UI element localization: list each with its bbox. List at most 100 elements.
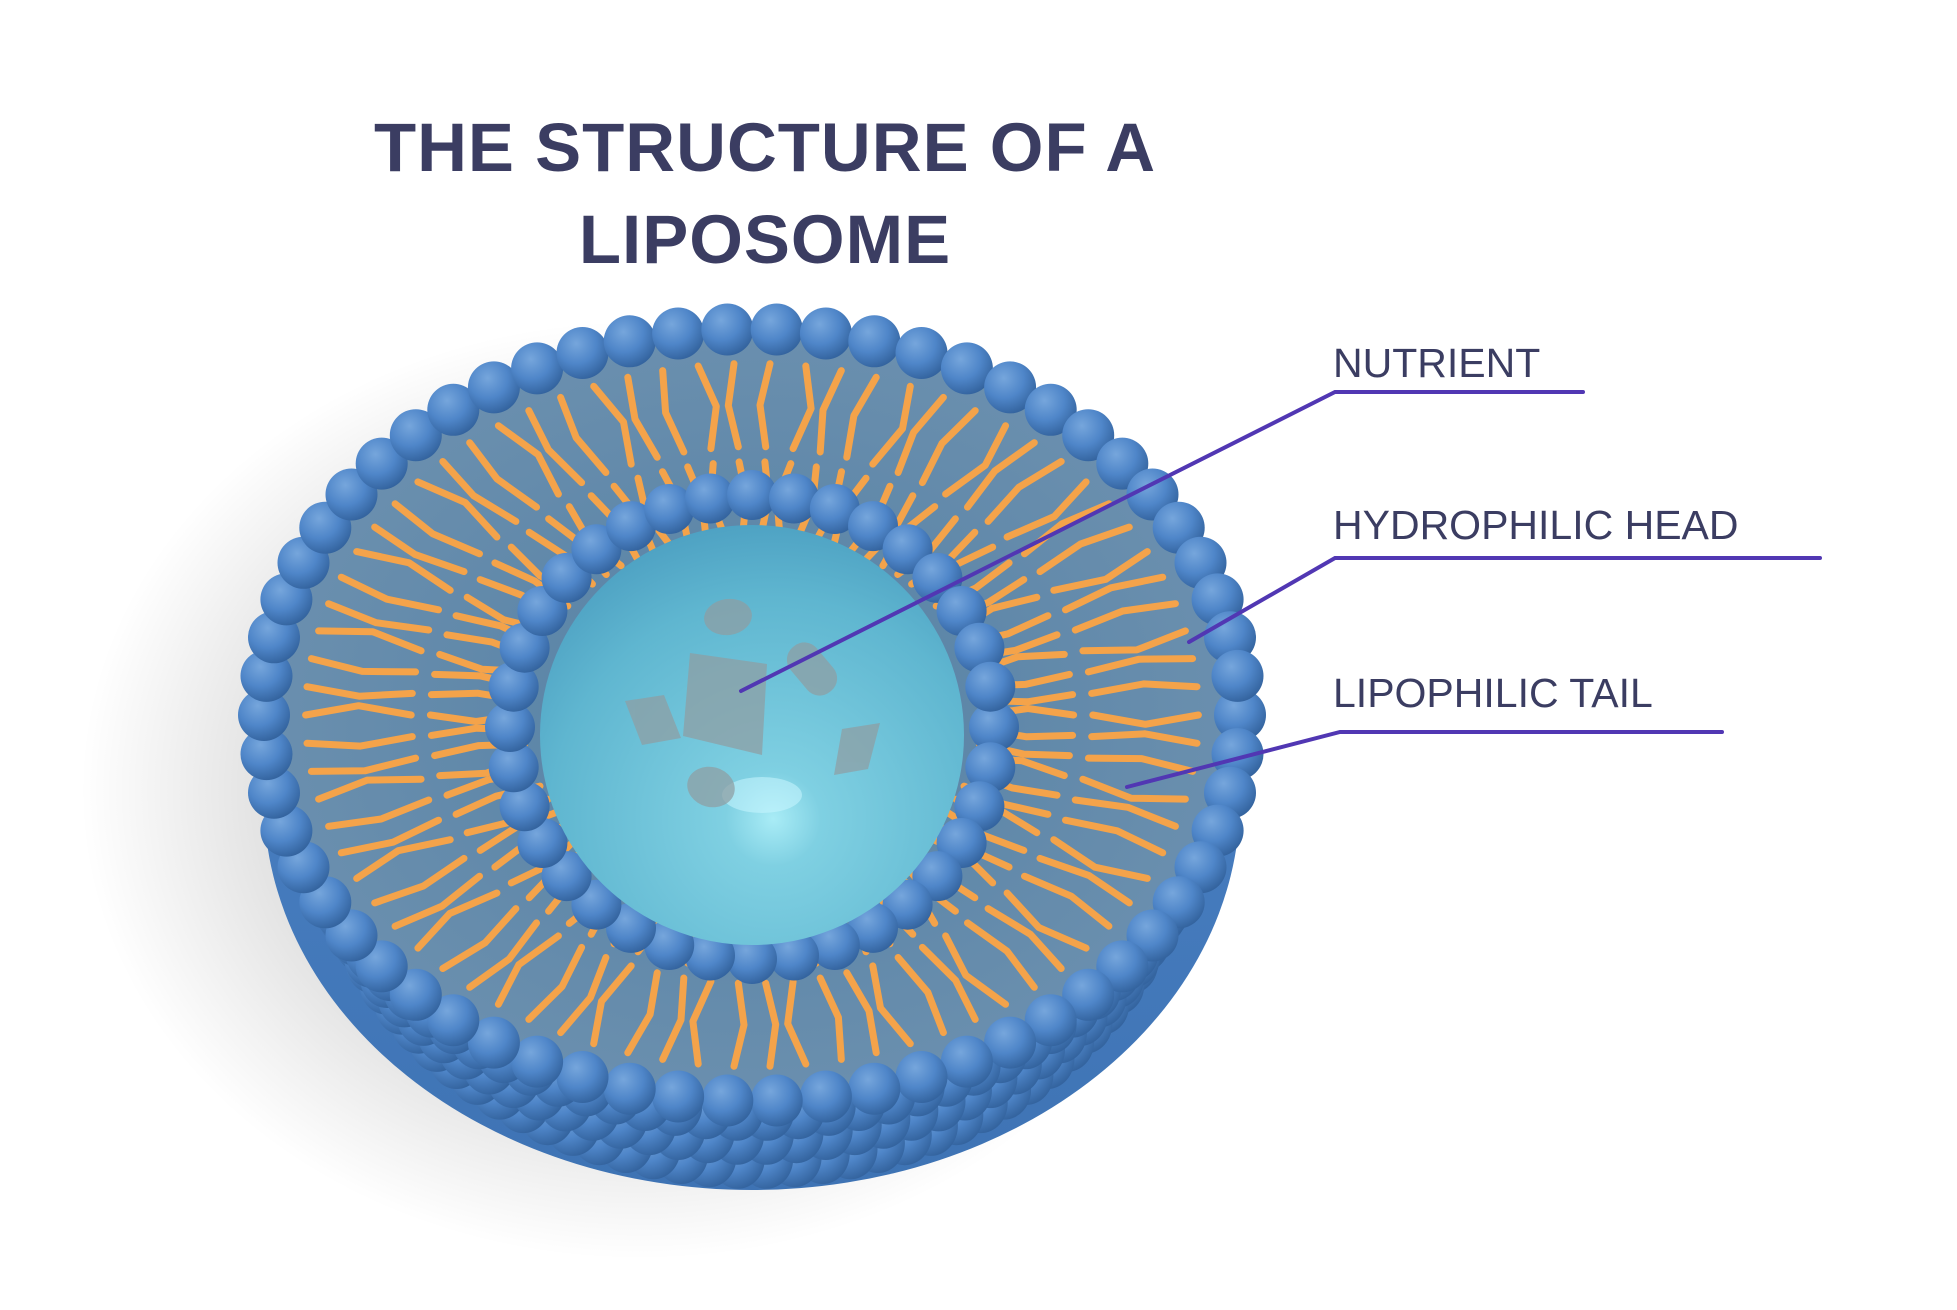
lipid-tail — [590, 382, 635, 468]
lipid-tail — [1036, 854, 1133, 907]
head-bead — [750, 1074, 803, 1127]
lipid-tail — [307, 754, 420, 775]
lipid-tail — [303, 683, 416, 700]
inner-hydrophilic-heads — [485, 470, 1019, 984]
head-bead — [511, 342, 564, 395]
head-bead — [248, 766, 300, 819]
head-bead — [848, 315, 901, 368]
lipid-tail — [414, 889, 501, 952]
lipid-tail — [325, 796, 433, 830]
label-nutrient: NUTRIENT — [1333, 340, 1541, 386]
lipid-tail — [466, 439, 540, 511]
head-bead — [848, 1062, 901, 1115]
lipid-tail — [302, 702, 415, 719]
head-bead — [240, 649, 293, 702]
head-bead — [799, 1070, 852, 1123]
head-bead — [1211, 649, 1264, 702]
lipid-tail — [1071, 796, 1179, 830]
lipid-tail — [307, 655, 420, 676]
head-bead — [1214, 689, 1266, 741]
lipid-tail — [557, 954, 610, 1037]
lipid-tail — [1088, 730, 1201, 747]
lipid-tail — [964, 919, 1038, 991]
lipid-tail — [724, 360, 742, 451]
lipid-tail — [325, 600, 433, 634]
lipid-tail — [303, 733, 416, 750]
lipid-tail — [689, 977, 715, 1068]
lipid-tail — [353, 836, 454, 882]
nutrient-particle — [786, 642, 838, 696]
lipid-tail — [918, 407, 979, 487]
lipid-tail — [1021, 872, 1113, 930]
lipid-tail — [315, 627, 425, 655]
lipid-tail — [730, 979, 748, 1070]
head-bead — [750, 303, 803, 356]
nutrient-particle — [834, 723, 880, 775]
nutrient-particle — [704, 598, 752, 636]
head-bead — [556, 327, 609, 379]
head-bead — [499, 781, 550, 832]
head-bead — [1062, 968, 1115, 1021]
head-bead — [685, 473, 735, 524]
lipid-tail — [337, 573, 442, 614]
lipid-tail — [494, 422, 562, 498]
head-bead — [603, 315, 656, 368]
lipid-tail — [414, 478, 501, 541]
leader-line-nutrient — [739, 390, 1585, 693]
lipid-tail — [1088, 680, 1201, 697]
head-bead — [727, 934, 777, 984]
head-bead — [940, 342, 993, 395]
nutrient-particle — [625, 695, 681, 745]
head-bead — [427, 994, 480, 1047]
head-bead — [467, 361, 520, 414]
lipid-tail — [942, 932, 1010, 1008]
head-bead — [1096, 940, 1149, 993]
head-bead — [809, 484, 860, 534]
lipid-tail — [1036, 523, 1133, 576]
lipid-tail — [1084, 754, 1197, 775]
lipid-tail — [624, 969, 661, 1057]
lipid-tail — [756, 360, 774, 451]
lipid-tail — [1062, 816, 1167, 857]
lipid-tail — [789, 362, 815, 453]
lipid-tail — [624, 373, 661, 461]
head-bead — [701, 303, 754, 356]
head-bead — [984, 1016, 1037, 1069]
head-bead — [238, 689, 290, 741]
head-bead — [485, 702, 535, 752]
lipid-tail — [557, 393, 610, 476]
head-bead — [488, 661, 539, 712]
head-bead — [652, 1070, 705, 1123]
lipid-tail — [1062, 573, 1167, 614]
label-lipophilic-tail: LIPOPHILIC TAIL — [1333, 670, 1653, 716]
head-bead — [389, 968, 442, 1021]
lipid-tail — [494, 932, 562, 1008]
head-bead — [727, 470, 777, 520]
lipid-tail — [918, 943, 979, 1023]
nutrient-particle — [687, 766, 735, 808]
head-bead — [769, 473, 819, 524]
lipid-tail — [391, 500, 483, 558]
page-title-line-1: THE STRUCTURE OF A — [373, 109, 1157, 186]
lipid-tail — [337, 816, 442, 857]
lipid-tail — [984, 458, 1065, 525]
lipophilic-tails — [302, 360, 1202, 1070]
head-bead — [965, 661, 1016, 712]
lipid-tail — [1079, 627, 1189, 655]
head-bead — [1024, 383, 1077, 436]
lipid-tail — [1050, 548, 1151, 594]
head-bead — [240, 728, 293, 781]
head-bead — [799, 307, 852, 360]
lipid-tail — [1003, 889, 1090, 952]
lipid-tail — [391, 872, 483, 930]
leader-lines — [739, 390, 1822, 789]
head-bead — [511, 1035, 564, 1088]
lipid-tail — [1089, 711, 1202, 728]
lipid-tail — [984, 905, 1065, 972]
lipid-tail — [659, 974, 688, 1063]
lipid-tail — [843, 969, 880, 1057]
lipid-tail — [869, 962, 914, 1048]
lipid-tail — [894, 954, 947, 1037]
head-bead — [940, 1035, 993, 1088]
lipid-tail — [439, 905, 520, 972]
